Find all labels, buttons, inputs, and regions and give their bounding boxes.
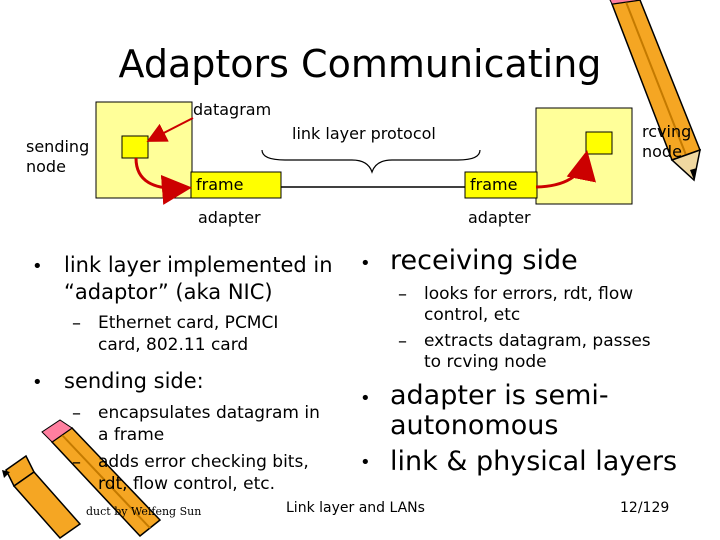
right-bullet1: receiving side: [390, 245, 578, 276]
adapter-label-left: adapter: [198, 208, 261, 227]
frame-label-right: frame: [470, 175, 518, 194]
right-sub1-line2: control, etc: [424, 305, 521, 325]
frame-box-right: [464, 171, 538, 199]
sending-node-label-line1: sending: [26, 137, 90, 156]
page-number: 12/129: [620, 500, 670, 516]
frame-label-left: frame: [196, 175, 244, 194]
right-sub1-line1: looks for errors, rdt, flow: [424, 284, 634, 304]
bullet-dot: •: [360, 388, 371, 409]
left-bullet1-line2: “adaptor” (aka NIC): [64, 280, 273, 304]
rcving-node-label-line2: node: [642, 142, 682, 161]
right-bullet2-line2: autonomous: [390, 410, 559, 441]
sub-dash: –: [398, 331, 407, 352]
left-sub2-line1: encapsulates datagram in: [98, 403, 320, 423]
link-protocol-label: link layer protocol: [292, 124, 436, 143]
sub-dash: –: [72, 313, 81, 334]
left-sub3-line2: rdt, flow control, etc.: [98, 474, 275, 494]
datagram-label: datagram: [193, 100, 272, 119]
left-sub2-line2: a frame: [98, 425, 165, 445]
pencil-icon: [609, 0, 701, 182]
datagram-box-left: [121, 135, 149, 159]
footer-center: Link layer and LANs: [286, 500, 425, 516]
bullet-dot: •: [32, 256, 43, 277]
sub-dash: –: [398, 284, 407, 305]
bullet-dot: •: [32, 372, 43, 393]
right-bullet3: link & physical layers: [390, 446, 678, 477]
datagram-box-right: [585, 131, 613, 155]
adapter-label-right: adapter: [468, 208, 531, 227]
sending-node-label-line2: node: [26, 157, 66, 176]
sub-dash: –: [72, 452, 81, 473]
frame-box-left: [190, 171, 282, 199]
pencil-icon: [2, 419, 162, 539]
bullet-dot: •: [360, 452, 371, 473]
left-sub3-line1: adds error checking bits,: [98, 452, 309, 472]
left-bullet1-line1: link layer implemented in: [64, 253, 333, 277]
link-brace: [261, 149, 481, 174]
left-sub1-line1: Ethernet card, PCMCI: [98, 313, 279, 333]
sub-dash: –: [72, 403, 81, 424]
footer-credit: duct by Weifeng Sun: [86, 505, 202, 518]
right-bullet2-line1: adapter is semi-: [390, 380, 609, 411]
rcving-node-label-line1: rcving: [642, 122, 692, 141]
slide-title: Adaptors Communicating: [118, 42, 602, 86]
rcving-node-box: [535, 107, 633, 205]
right-sub2-line2: to rcving node: [424, 352, 547, 372]
left-bullet2: sending side:: [64, 369, 204, 393]
right-sub2-line1: extracts datagram, passes: [424, 331, 651, 351]
left-sub1-line2: card, 802.11 card: [98, 335, 249, 355]
bullet-dot: •: [360, 253, 371, 274]
